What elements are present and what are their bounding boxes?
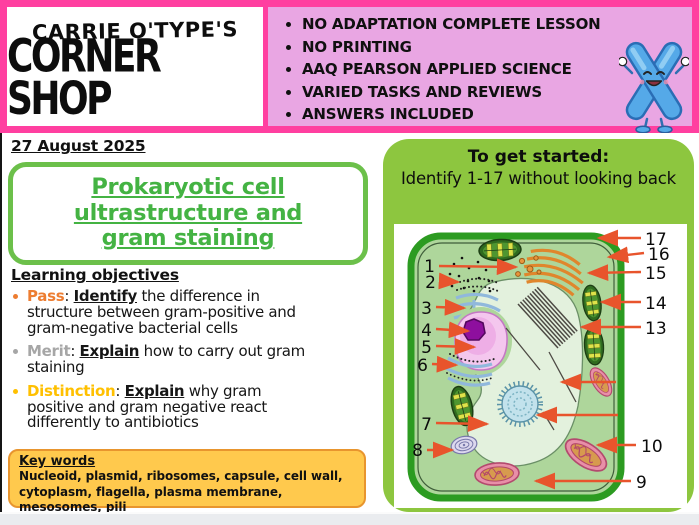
starter-instruction: Identify 1-17 without looking back bbox=[401, 169, 676, 188]
bullet-icon bbox=[13, 294, 18, 299]
lesson-title-line: Prokaryotic cell bbox=[91, 174, 285, 201]
list-item: VARIED TASKS AND REVIEWS bbox=[302, 81, 692, 104]
colon: : bbox=[64, 287, 74, 305]
objective-level: Distinction bbox=[27, 381, 116, 400]
list-item: NO ADAPTATION COMPLETE LESSON bbox=[302, 13, 692, 36]
objective-verb: Explain bbox=[79, 342, 140, 361]
bullet-icon bbox=[13, 349, 18, 355]
objectives-heading: Learning objectives bbox=[11, 266, 179, 284]
selling-points-list: NO ADAPTATION COMPLETE LESSON NO PRINTIN… bbox=[268, 13, 692, 126]
keywords-heading: Key words bbox=[19, 454, 96, 469]
objective-text: how to carry out gram staining bbox=[27, 342, 305, 376]
objective-distinction: Distinction: Explain why gram positive a… bbox=[11, 381, 306, 432]
objective-pass: Pass: Identify the difference in structu… bbox=[11, 287, 306, 337]
diagram-label-6: 6 bbox=[417, 356, 428, 376]
top-banner: CARRIE O'TYPE'S CORNER SHOP NO ADAPTATIO… bbox=[0, 0, 699, 133]
starter-heading: To get started: bbox=[467, 147, 610, 167]
list-item: AAQ PEARSON APPLIED SCIENCE bbox=[302, 58, 692, 81]
logo: CARRIE O'TYPE'S CORNER SHOP bbox=[7, 7, 263, 126]
diagram-label-3: 3 bbox=[421, 299, 432, 319]
spiral-organelle bbox=[450, 435, 478, 455]
diagram-label-2: 2 bbox=[425, 273, 436, 293]
objective-level: Pass bbox=[27, 287, 65, 305]
bullet-icon bbox=[13, 388, 18, 394]
diagram-label-9: 9 bbox=[636, 473, 647, 493]
objective-verb: Identify bbox=[73, 287, 138, 305]
objective-merit: Merit: Explain how to carry out gram sta… bbox=[11, 342, 306, 376]
lesson-title-line: ultrastructure and bbox=[73, 199, 303, 226]
colon: : bbox=[115, 381, 125, 400]
x-chromosome-mascot-icon bbox=[619, 41, 689, 133]
diagram-label-13: 13 bbox=[645, 319, 667, 339]
diagram-label-5: 5 bbox=[421, 338, 432, 358]
cell-diagram: 1 2 3 4 5 6 7 8 17 16 15 14 13 10 9 bbox=[394, 224, 687, 508]
slide-edge-strip bbox=[0, 512, 699, 525]
label-arrows bbox=[427, 229, 645, 490]
colon: : bbox=[70, 342, 80, 361]
lesson-title-box: Prokaryotic cell ultrastructure and gram… bbox=[8, 162, 368, 265]
selling-points-panel: NO ADAPTATION COMPLETE LESSON NO PRINTIN… bbox=[268, 7, 692, 133]
objective-level: Merit bbox=[27, 342, 71, 361]
diagram-label-15: 15 bbox=[645, 264, 667, 284]
diagram-label-7: 7 bbox=[421, 415, 432, 435]
diagram-label-4: 4 bbox=[421, 321, 432, 341]
list-item: NO PRINTING bbox=[302, 36, 692, 59]
list-item: ANSWERS INCLUDED bbox=[302, 103, 692, 126]
diagram-label-14: 14 bbox=[645, 294, 667, 314]
nucleolus bbox=[462, 318, 486, 341]
objective-text: why gram positive and gram negative reac… bbox=[27, 381, 268, 432]
keywords-box: Key words Nucleoid, plasmid, ribosomes, … bbox=[8, 449, 366, 514]
slide-left-border bbox=[0, 133, 2, 512]
objective-verb: Explain bbox=[124, 381, 185, 400]
logo-line2: CORNER SHOP bbox=[7, 31, 162, 126]
diagram-label-16: 16 bbox=[648, 245, 670, 265]
lesson-title-line: gram staining bbox=[101, 225, 275, 252]
diagram-label-1: 1 bbox=[424, 257, 435, 277]
keywords-text: Nucleoid, plasmid, ribosomes, capsule, c… bbox=[19, 469, 343, 515]
spiky-granule bbox=[497, 381, 543, 427]
diagram-label-10: 10 bbox=[641, 437, 663, 457]
diagram-label-8: 8 bbox=[412, 441, 423, 461]
lesson-date: 27 August 2025 bbox=[11, 137, 146, 155]
diagram-label-17: 17 bbox=[645, 230, 667, 250]
plant-cell-diagram-svg: 1 2 3 4 5 6 7 8 17 16 15 14 13 10 9 bbox=[407, 229, 670, 502]
objective-text: the difference in structure between gram… bbox=[27, 287, 296, 337]
starter-panel: To get started: Identify 1-17 without lo… bbox=[383, 139, 694, 512]
objectives-list: Pass: Identify the difference in structu… bbox=[11, 287, 306, 439]
